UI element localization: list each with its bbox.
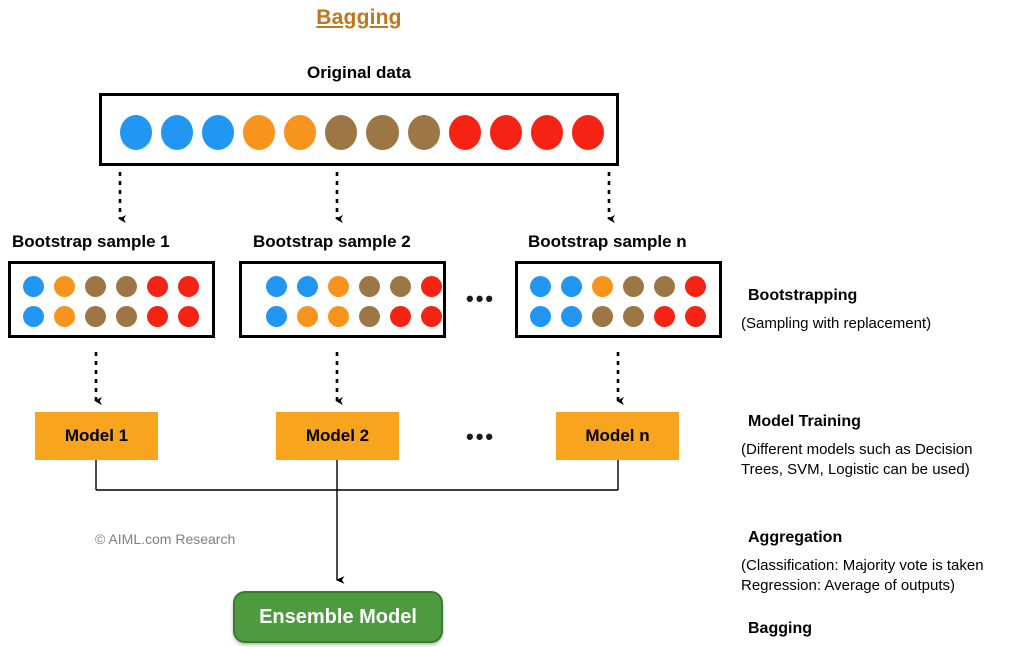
annotation-aggregation: Aggregation (Classification: Majority vo…: [741, 529, 984, 596]
data-point-red: [421, 306, 442, 327]
data-point-blue: [530, 306, 551, 327]
data-point-red: [571, 115, 604, 150]
annotation-bootstrapping-line-1: (Sampling with replacement): [741, 315, 932, 332]
data-point-brown: [85, 276, 106, 297]
page-title: Bagging: [316, 6, 402, 29]
annotation-model-training: Model Training (Different models such as…: [741, 413, 973, 480]
data-point-brown: [407, 115, 440, 150]
data-point-blue: [23, 276, 44, 297]
data-point-orange: [54, 276, 75, 297]
bootstrap-sample-1-row-2: [23, 306, 199, 327]
data-point-brown: [359, 276, 380, 297]
data-point-brown: [592, 306, 613, 327]
annotation-aggregation-line-2: Regression: Average of outputs): [741, 577, 956, 594]
data-point-blue: [161, 115, 194, 150]
bootstrap-sample-n-label: Bootstrap sample n: [528, 232, 687, 251]
annotation-bagging: Bagging: [748, 620, 812, 638]
data-point-blue: [561, 276, 582, 297]
original-data-label: Original data: [307, 63, 411, 82]
data-point-blue: [297, 276, 318, 297]
annotation-bootstrapping: Bootstrapping (Sampling with replacement…: [741, 287, 931, 334]
data-point-orange: [328, 276, 349, 297]
data-point-brown: [390, 276, 411, 297]
bootstrap-ellipsis: •••: [466, 286, 496, 311]
annotation-aggregation-line-1: (Classification: Majority vote is taken: [741, 557, 984, 574]
data-point-blue: [120, 115, 153, 150]
data-point-red: [654, 306, 675, 327]
data-point-red: [685, 276, 706, 297]
bootstrap-sample-1-row-1: [23, 276, 199, 297]
data-point-red: [530, 115, 563, 150]
model-1-box[interactable]: Model 1: [35, 412, 158, 460]
annotation-bootstrapping-heading: Bootstrapping: [748, 287, 858, 304]
data-point-blue: [266, 306, 287, 327]
data-point-blue: [23, 306, 44, 327]
annotation-model-training-line-2: Trees, SVM, Logistic can be used): [741, 461, 970, 478]
bootstrap-sample-1-box: [8, 261, 215, 338]
data-point-orange: [243, 115, 276, 150]
data-point-brown: [359, 306, 380, 327]
model-2-box[interactable]: Model 2: [276, 412, 399, 460]
annotation-model-training-heading: Model Training: [748, 413, 861, 430]
aggregation-connector: [95, 460, 619, 491]
data-point-orange: [54, 306, 75, 327]
annotation-bagging-heading: Bagging: [748, 620, 812, 637]
data-point-red: [489, 115, 522, 150]
model-n-label: Model n: [585, 426, 650, 445]
bootstrap-sample-2-row-2: [266, 306, 442, 327]
model-2-label: Model 2: [305, 426, 370, 445]
bootstrap-sample-n-row-1: [530, 276, 706, 297]
data-point-red: [147, 276, 168, 297]
data-point-orange: [592, 276, 613, 297]
data-point-blue: [266, 276, 287, 297]
bootstrap-sample-n-box: [515, 261, 722, 338]
annotation-aggregation-heading: Aggregation: [748, 529, 843, 546]
annotation-model-training-line-1: (Different models such as Decision: [741, 441, 973, 458]
original-data-dot-row: [120, 114, 604, 151]
model-n-box[interactable]: Model n: [556, 412, 679, 460]
bootstrap-sample-1-label: Bootstrap sample 1: [12, 232, 170, 251]
ensemble-model-label: Ensemble Model: [259, 605, 417, 628]
data-point-blue: [202, 115, 235, 150]
ensemble-model-box[interactable]: Ensemble Model: [233, 591, 443, 643]
original-data-box: [99, 93, 619, 166]
data-point-brown: [116, 276, 137, 297]
data-point-brown: [623, 306, 644, 327]
data-point-red: [390, 306, 411, 327]
data-point-red: [685, 306, 706, 327]
data-point-orange: [328, 306, 349, 327]
data-point-brown: [325, 115, 358, 150]
data-point-brown: [116, 306, 137, 327]
bootstrap-sample-n-row-2: [530, 306, 706, 327]
data-point-red: [421, 276, 442, 297]
data-point-red: [448, 115, 481, 150]
data-point-red: [147, 306, 168, 327]
data-point-brown: [623, 276, 644, 297]
data-point-red: [178, 306, 199, 327]
data-point-brown: [85, 306, 106, 327]
bootstrap-sample-2-row-1: [266, 276, 442, 297]
credit-text: © AIML.com Research: [95, 531, 236, 547]
data-point-brown: [366, 115, 399, 150]
data-point-blue: [530, 276, 551, 297]
bootstrap-sample-2-label: Bootstrap sample 2: [253, 232, 411, 251]
data-point-brown: [654, 276, 675, 297]
model-1-label: Model 1: [64, 426, 129, 445]
data-point-blue: [561, 306, 582, 327]
models-ellipsis: •••: [466, 424, 496, 449]
bootstrap-sample-2-box: [239, 261, 446, 338]
data-point-red: [178, 276, 199, 297]
data-point-orange: [297, 306, 318, 327]
data-point-orange: [284, 115, 317, 150]
